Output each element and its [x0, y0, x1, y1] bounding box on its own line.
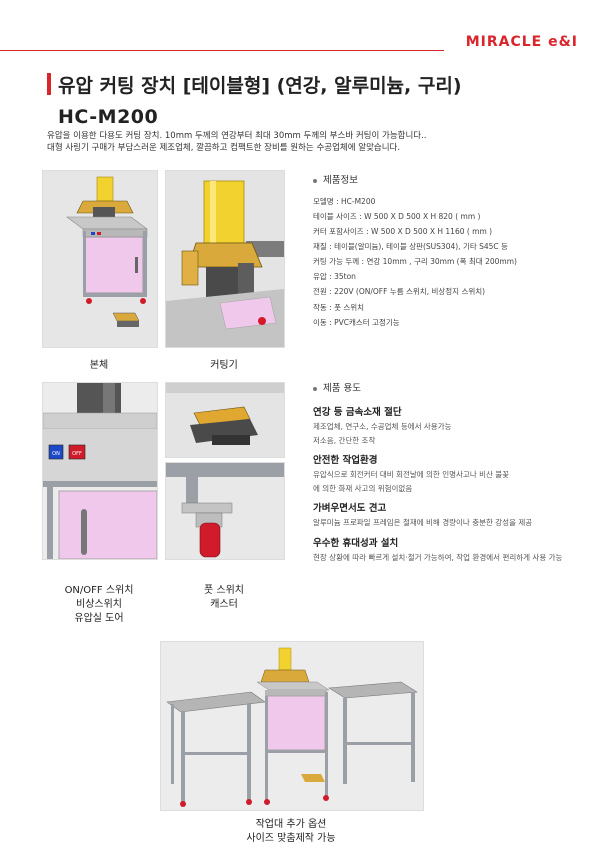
spec-item: 이동 : PVC캐스터 고정기능 [313, 318, 400, 327]
photo-cutter [165, 170, 285, 348]
photo-foot-switch [165, 382, 285, 458]
spec-item: 전원 : 220V (ON/OFF 누름 스위치, 비상정지 스위치) [313, 287, 486, 296]
caption-body: 본체 [89, 360, 109, 371]
caption-foot-line-2: 캐스터 [210, 599, 238, 610]
on-switch-label: ON [52, 451, 60, 457]
caption-switches-line-1: ON/OFF 스위치 [64, 585, 134, 596]
use-title: 가벼우면서도 견고 [313, 503, 387, 514]
caption-cutter: 커팅기 [210, 360, 238, 371]
foot-switch-illustration [166, 383, 284, 457]
spec-item: 모델명 : HC-M200 [313, 197, 376, 206]
caster-illustration [166, 463, 284, 559]
caption-table-line-1: 작업대 추가 옵션 [255, 819, 327, 830]
page-title: 유압 커팅 장치 [테이블형] (연강, 알루미늄, 구리) [58, 75, 462, 97]
work-table-illustration [161, 642, 423, 810]
cutter-head-illustration [166, 171, 284, 347]
off-switch-label: OFF [72, 451, 82, 457]
model-name: HC-M200 [58, 106, 159, 128]
uses-heading: 제품 용도 [313, 380, 361, 394]
photo-body [42, 170, 158, 348]
cutter-body-illustration [43, 171, 157, 347]
spec-item: 커터 포함사이즈 : W 500 X D 500 X H 1160 ( mm ) [313, 227, 493, 236]
spec-item: 재질 : 테이블(알미늄), 테이블 상판(SUS304), 기타 S45C 등 [313, 242, 508, 251]
use-desc: 현장 상황에 따라 빠르게 설치·철거 가능하여, 작업 환경에서 편리하게 사… [313, 553, 563, 562]
caption-table-line-2: 사이즈 맞춤제작 가능 [246, 833, 336, 844]
use-title: 안전한 작업환경 [313, 455, 378, 466]
caption-foot-line-1: 풋 스위치 [204, 585, 244, 596]
photo-work-table [160, 641, 424, 811]
switch-panel-illustration: ON OFF [43, 383, 157, 559]
caption-switches: ON/OFF 스위치 비상스위치 유압실 도어 [19, 584, 179, 626]
intro-line-2: 대형 사링기 구매가 부담스러운 제조업체, 깔끔하고 컴팩트한 장비를 원하는… [47, 143, 401, 153]
use-desc: 에 의한 화재 사고의 위험이없음 [313, 484, 413, 493]
spec-item: 유압 : 35ton [313, 272, 356, 281]
brand-logo: MIRACLE e&I [465, 34, 578, 50]
use-desc: 유압식으로 회전커터 대비 회전날에 의한 인명사고나 비산 불꽃 [313, 470, 510, 479]
intro-line-1: 유압을 이용한 다용도 커팅 장치. 10mm 두께의 연강부터 최대 30mm… [47, 131, 427, 141]
use-desc: 알루미늄 프로파일 프레임은 철재에 비해 경량이나 충분한 강성을 제공 [313, 518, 533, 527]
spec-item: 작동 : 풋 스위치 [313, 303, 365, 312]
use-title: 연강 등 금속소재 절단 [313, 407, 402, 418]
spec-item: 테이블 사이즈 : W 500 X D 500 X H 820 ( mm ) [313, 212, 481, 221]
caption-switches-line-2: 비상스위치 [76, 599, 122, 610]
spec-item: 커팅 가능 두께 : 연강 10mm , 구리 30mm (폭 최대 200mm… [313, 257, 517, 266]
photo-switches: ON OFF [42, 382, 158, 560]
caption-switches-line-3: 유압실 도어 [74, 613, 124, 624]
title-accent-bar [47, 73, 51, 95]
photo-caster [165, 462, 285, 560]
header-divider [0, 50, 444, 51]
caption-foot-caster: 풋 스위치 캐스터 [144, 584, 304, 612]
use-desc: 제조업체, 연구소, 수공업체 등에서 사용가능 [313, 422, 452, 431]
caption-work-table: 작업대 추가 옵션 사이즈 맞춤제작 가능 [191, 818, 391, 846]
specs-heading: 제품정보 [313, 172, 358, 186]
use-title: 우수한 휴대성과 설치 [313, 538, 399, 549]
use-desc: 저소음, 간단한 조작 [313, 436, 376, 445]
